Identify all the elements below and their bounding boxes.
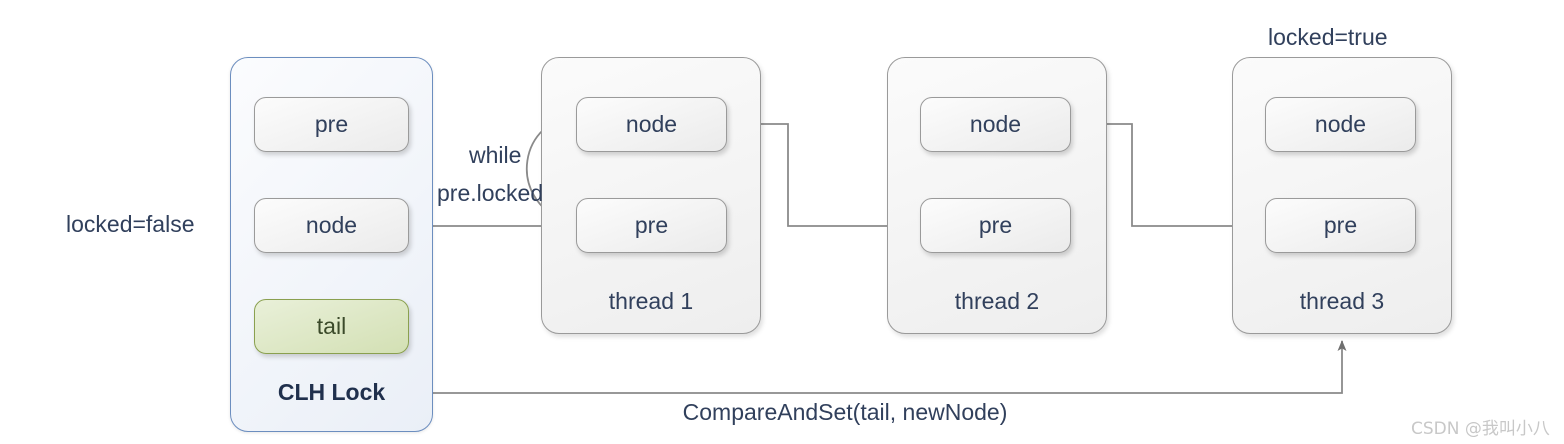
thread-3-node[interactable]: node — [1265, 97, 1416, 152]
clh-node-pre[interactable]: pre — [254, 97, 409, 152]
csdn-watermark: CSDN @我叫小八 — [1411, 419, 1550, 439]
thread-1-label: thread 1 — [608, 288, 694, 314]
annotation-locked-false: locked=false — [66, 211, 195, 237]
clh-lock-label: CLH Lock — [277, 379, 386, 405]
clh-node-tail[interactable]: tail — [254, 299, 409, 354]
annotation-while: while — [469, 142, 522, 168]
thread-2-label: thread 2 — [954, 288, 1040, 314]
thread-1-node[interactable]: node — [576, 97, 727, 152]
thread-2-pre[interactable]: pre — [920, 198, 1071, 253]
annotation-compare-and-set: CompareAndSet(tail, newNode) — [682, 399, 1008, 425]
thread-3-label: thread 3 — [1299, 288, 1385, 314]
annotation-pre-locked: pre.locked — [437, 180, 544, 206]
thread-3-pre[interactable]: pre — [1265, 198, 1416, 253]
thread-1-pre[interactable]: pre — [576, 198, 727, 253]
annotation-locked-true: locked=true — [1268, 24, 1388, 50]
thread-2-node[interactable]: node — [920, 97, 1071, 152]
clh-node-node[interactable]: node — [254, 198, 409, 253]
wire-compare-and-set — [330, 340, 1347, 394]
